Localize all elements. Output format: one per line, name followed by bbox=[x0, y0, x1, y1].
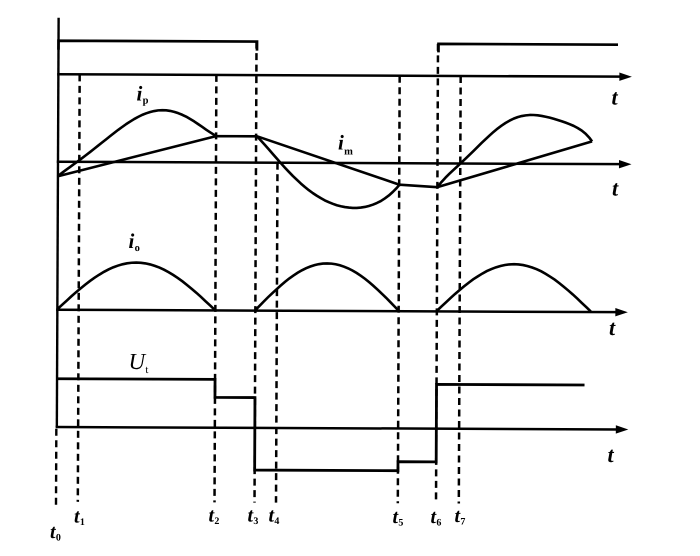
svg-text:t: t bbox=[608, 442, 615, 467]
svg-text:t: t bbox=[612, 176, 619, 201]
svg-text:t: t bbox=[612, 85, 619, 110]
svg-text:t: t bbox=[609, 315, 616, 340]
